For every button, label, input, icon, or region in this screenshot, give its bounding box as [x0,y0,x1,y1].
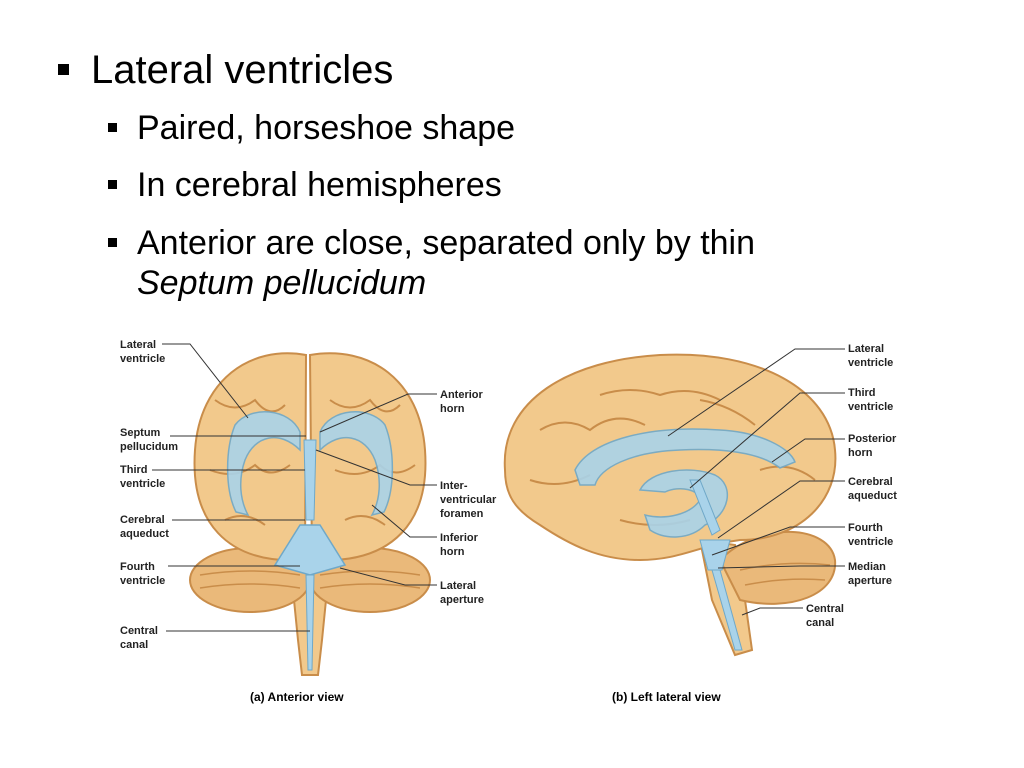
lateral-leader-line [667,348,845,437]
lateral-leader-line [717,565,845,569]
lateral-brain [503,353,837,657]
square-bullet-icon [108,180,117,189]
lateral-leader-line [717,480,845,539]
bullet-sub-text: Paired, horseshoe shape [137,109,516,147]
lateral-leader-line [689,392,845,489]
bullet-sub-text: Anterior are close, separated only by th… [137,224,756,262]
square-bullet-icon [108,238,117,247]
lateral-leader-line [771,438,845,463]
bullet-sub-text: In cerebral hemispheres [137,166,502,204]
bullet-sub-italic: Septum pellucidum [137,264,427,302]
bullet-sub-1: Paired, horseshoe shape [108,108,908,148]
brain-illustrations [189,352,837,676]
square-bullet-icon [108,123,117,132]
anterior-leader-line [315,449,437,486]
anterior-leader-line [162,343,249,419]
lateral-leader-line [741,607,803,616]
bullet-sub-3: Anterior are close, separated only by th… [108,223,908,303]
anterior-leader-line [319,393,437,433]
bullet-sub-2: In cerebral hemispheres [108,165,908,205]
square-bullet-icon [58,64,69,75]
anterior-brain [189,352,431,676]
bullet-main-text: Lateral ventricles [91,48,394,92]
anterior-caption: (a) Anterior view [250,690,344,704]
anterior-leader-line [371,504,437,538]
lateral-leader-line [711,526,845,556]
bullet-main: Lateral ventricles [58,48,393,92]
anterior-leader-line [339,567,437,586]
lateral-caption: (b) Left lateral view [612,690,721,704]
